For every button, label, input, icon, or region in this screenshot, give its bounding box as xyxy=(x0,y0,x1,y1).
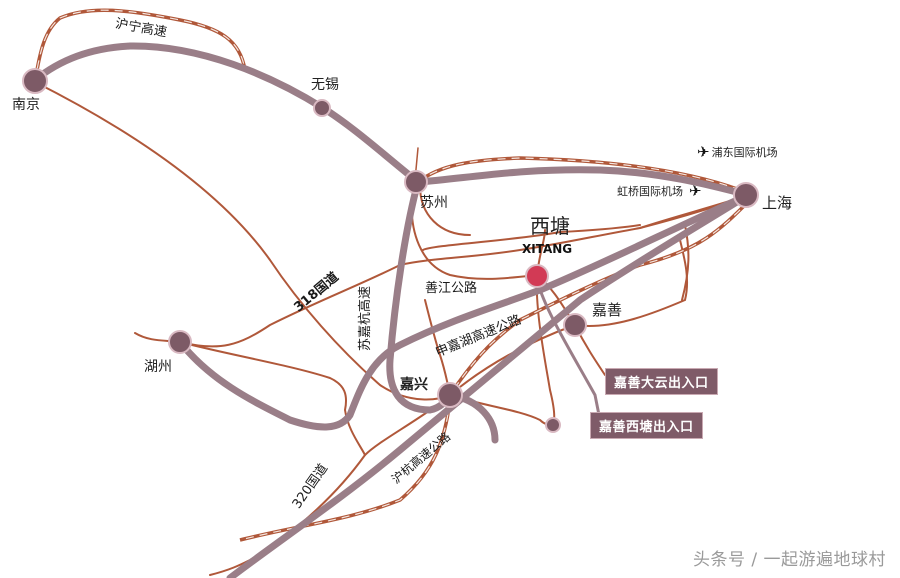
exit-label-xitang: 嘉善西塘出入口 xyxy=(590,412,703,439)
xitang-node xyxy=(525,264,549,288)
city-label-shanghai: 上海 xyxy=(762,194,793,212)
road-label-sujiahang: 苏嘉杭高速 xyxy=(358,285,374,352)
airport-label: 虹桥国际机场 xyxy=(617,185,683,198)
airport-label: 浦东国际机场 xyxy=(711,146,778,159)
city-label-wuxi: 无锡 xyxy=(311,77,339,93)
destination-label-en: XITANG xyxy=(522,242,573,256)
airport-pudong: ✈ 浦东国际机场 xyxy=(697,145,778,160)
watermark: 头条号 / 一起游遍地球村 xyxy=(692,550,886,570)
wuxi-node xyxy=(313,99,331,117)
road-label-shanjiang: 善江公路 xyxy=(425,281,478,296)
shanghai-node xyxy=(733,182,759,208)
city-label-huzhou: 湖州 xyxy=(144,359,172,375)
city-label-suzhou: 苏州 xyxy=(420,195,448,211)
jiashan-node xyxy=(563,313,587,337)
airplane-icon: ✈ xyxy=(689,182,702,200)
airplane-icon: ✈ xyxy=(697,143,710,161)
city-label-jiashan: 嘉善 xyxy=(592,301,623,319)
destination-label-cn: 西塘 xyxy=(530,214,570,238)
exit-label-dayun: 嘉善大云出入口 xyxy=(605,368,718,395)
jiaxing-node xyxy=(437,382,463,408)
suzhou-node xyxy=(404,170,428,194)
city-label-jiaxing: 嘉兴 xyxy=(400,377,428,393)
city-label-nanjing: 南京 xyxy=(12,97,40,113)
huzhou-node xyxy=(168,330,192,354)
exit-node xyxy=(545,417,561,433)
nanjing-node xyxy=(22,68,48,94)
airport-hongqiao: 虹桥国际机场 ✈ xyxy=(617,184,702,199)
